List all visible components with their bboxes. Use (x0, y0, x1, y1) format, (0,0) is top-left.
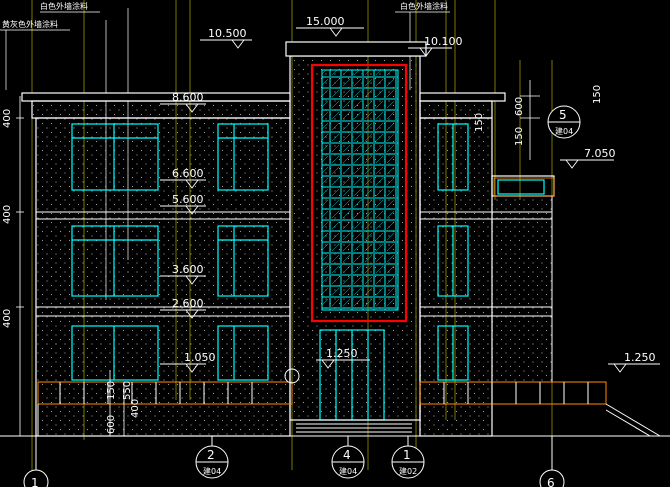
elevation-5600: 5.600 (172, 193, 204, 206)
axis-sheet-4: 建04 (339, 466, 357, 476)
dim-400-low: 400 (2, 309, 13, 328)
elevation-1050: 1.050 (184, 351, 216, 364)
windows-left (71, 123, 269, 381)
axis-label-4: 4 (343, 448, 351, 462)
axis-bubble-6 (539, 469, 565, 487)
dim-150-roof: 150 (592, 85, 603, 104)
elevation-10500: 10.500 (208, 27, 247, 40)
elevation-3600: 3.600 (172, 263, 204, 276)
axis-bubble-1 (23, 469, 49, 487)
axis-label-1b: 1 (403, 448, 411, 462)
dim-150-b: 150 (474, 113, 485, 132)
red-highlight-frame (310, 63, 408, 323)
annotation-white-coating-right: 白色外墙涂料 (400, 1, 448, 11)
axis-sheet-1b: 建02 (399, 466, 417, 476)
dim-550: 550 (122, 381, 133, 400)
axis-label-2: 2 (207, 448, 215, 462)
dim-150-a: 150 (514, 127, 525, 146)
elevation-2600: 2.600 (172, 297, 204, 310)
dim-600: 600 (514, 97, 525, 116)
elevation-15000: 15.000 (306, 15, 345, 28)
elevation-8600: 8.600 (172, 91, 204, 104)
windows-right (437, 123, 545, 381)
glass-block-wall (310, 63, 408, 323)
dimension-lines (16, 80, 540, 436)
elevation-6600: 6.600 (172, 167, 204, 180)
dim-600-base: 600 (106, 415, 117, 434)
elevation-1250-right: 1.250 (624, 351, 656, 364)
axis-label-6: 6 (547, 476, 555, 487)
dim-150-base: 150 (106, 381, 117, 400)
elevation-10100: 10.100 (424, 35, 463, 48)
annotation-grey-coating: 黄灰色外墙涂料 (2, 19, 58, 29)
balustrades (37, 177, 661, 437)
drawing-labels: 白色外墙涂料 白色外墙涂料 黄灰色外墙涂料 15.000 10.500 10.1… (2, 1, 656, 487)
annotation-white-coating-left: 白色外墙涂料 (40, 1, 88, 11)
entry-steps (296, 419, 412, 433)
elevation-1250-entry: 1.250 (326, 347, 358, 360)
axis-sheet-5: 建04 (555, 126, 573, 136)
floor-lines (0, 211, 670, 437)
axis-sheet-2: 建04 (203, 466, 221, 476)
axis-bubbles (23, 105, 581, 487)
dim-400-base: 400 (130, 399, 141, 418)
dim-400-mid: 400 (2, 205, 13, 224)
axis-label-1: 1 (31, 476, 39, 487)
dim-400-top: 400 (2, 109, 13, 128)
elevation-markers (160, 27, 660, 373)
roof-parapets (21, 41, 555, 197)
entrance-door (319, 329, 385, 421)
elevation-7050: 7.050 (584, 147, 616, 160)
axis-label-5: 5 (559, 108, 567, 122)
